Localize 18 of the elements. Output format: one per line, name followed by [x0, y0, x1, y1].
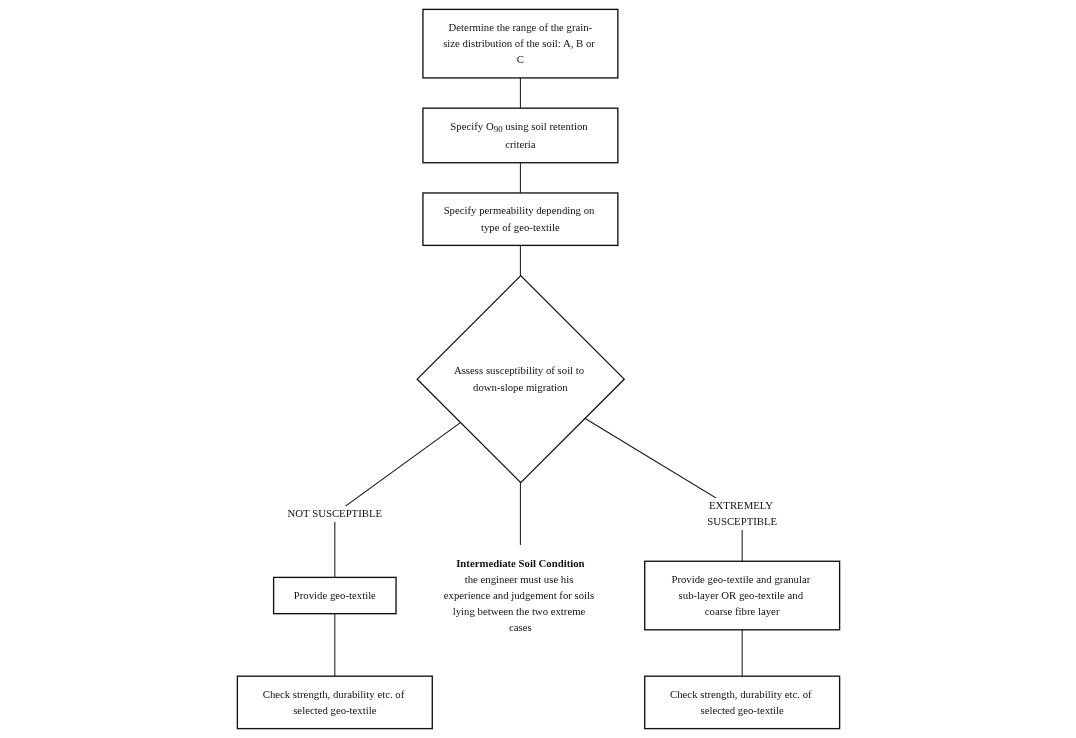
node-box: Specify O$_{90}$ using soil retention criteria — [421, 107, 618, 164]
node-text: Intermediate Soil Condition the engineer must use his experience and judgement for soils lying between the two extreme cases — [443, 557, 594, 634]
node-box: Check strength, durability etc. of selected geo-textile — [643, 675, 840, 730]
node-box: Specify permeability depending on type of geo-textile — [421, 192, 618, 247]
edge-label: NOT SUSCEPTIBLE — [287, 507, 382, 520]
edge-label: EXTREMELY SUSCEPTIBLE — [706, 499, 777, 528]
connector — [333, 613, 335, 677]
connector — [333, 422, 461, 578]
node-box: Provide geo-textile — [272, 576, 397, 615]
connector — [519, 244, 521, 277]
connector — [519, 77, 521, 109]
connector — [519, 482, 521, 546]
connector — [519, 162, 521, 194]
node-box: Provide geo-textile and granular sub-layer OR geo-textile and coarse fibre layer — [643, 560, 840, 631]
connector — [741, 629, 743, 677]
node-box: Determine the range of the grain-size distribution of the soil: A, B or C — [421, 8, 618, 79]
node-diamond: Assess susceptibility of soil to down-slope migration — [415, 274, 625, 484]
node-box: Check strength, durability etc. of selected geo-textile — [236, 675, 433, 730]
